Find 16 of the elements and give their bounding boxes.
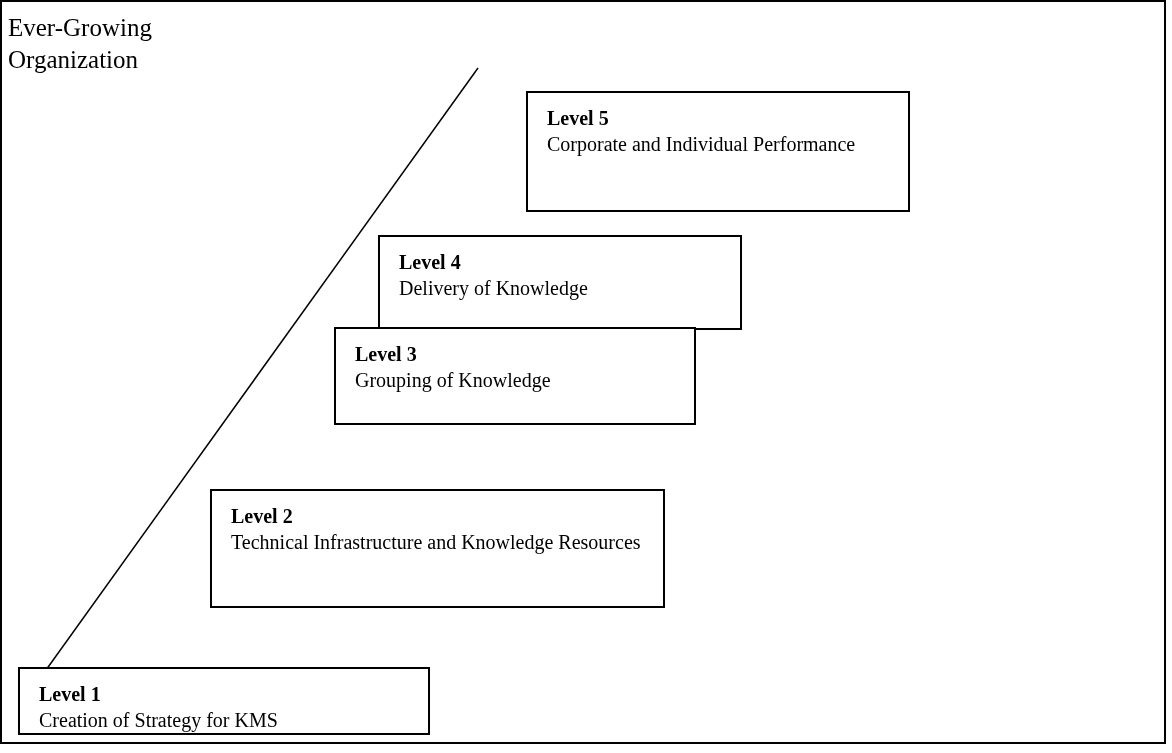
level-heading: Level 3 — [355, 342, 418, 367]
level-box — [210, 489, 665, 608]
diagram-title: Ever-Growing Organization — [8, 13, 153, 75]
level-heading: Level 1 — [39, 682, 102, 707]
level-heading: Level 5 — [547, 106, 610, 131]
level-description: Technical Infrastructure and Knowledge Resources — [231, 530, 642, 555]
level-description: Creation of Strategy for KMS — [39, 708, 279, 733]
level-description: Grouping of Knowledge — [355, 368, 552, 393]
level-heading: Level 2 — [231, 504, 294, 529]
level-box — [378, 235, 742, 330]
level-box — [526, 91, 910, 212]
level-description: Delivery of Knowledge — [399, 276, 589, 301]
level-box — [334, 327, 696, 425]
level-description: Corporate and Individual Performance — [547, 132, 857, 157]
level-heading: Level 4 — [399, 250, 462, 275]
level-box — [18, 667, 430, 735]
